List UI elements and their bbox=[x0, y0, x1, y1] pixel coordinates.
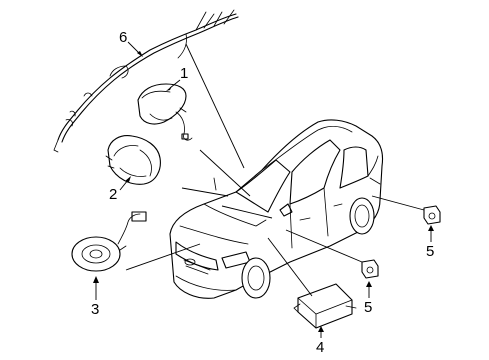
driver-airbag-module bbox=[105, 135, 161, 185]
passenger-airbag-module bbox=[137, 83, 193, 141]
impact-sensor-front bbox=[423, 205, 441, 225]
callout-6: 6 bbox=[119, 29, 143, 57]
srs-control-module bbox=[293, 283, 357, 329]
vehicle-outline bbox=[169, 119, 384, 299]
impact-sensor-side bbox=[361, 259, 379, 279]
callout-2-label: 2 bbox=[109, 186, 117, 203]
callout-1-label: 1 bbox=[180, 65, 188, 82]
callout-4-label: 4 bbox=[316, 339, 324, 356]
callout-5-front: 5 bbox=[426, 225, 434, 260]
callout-1: 1 bbox=[166, 65, 188, 91]
callout-5-side-label: 5 bbox=[364, 299, 372, 316]
clock-spring bbox=[71, 211, 147, 272]
callout-5-side: 5 bbox=[364, 281, 372, 316]
curtain-airbag-harness bbox=[53, 9, 239, 153]
callout-3-label: 3 bbox=[91, 301, 99, 318]
callout-3: 3 bbox=[91, 276, 99, 318]
callout-2: 2 bbox=[109, 176, 131, 203]
leader-lines bbox=[125, 43, 425, 297]
callout-6-label: 6 bbox=[119, 29, 127, 46]
callout-4: 4 bbox=[316, 326, 324, 356]
callout-5-front-label: 5 bbox=[426, 243, 434, 260]
